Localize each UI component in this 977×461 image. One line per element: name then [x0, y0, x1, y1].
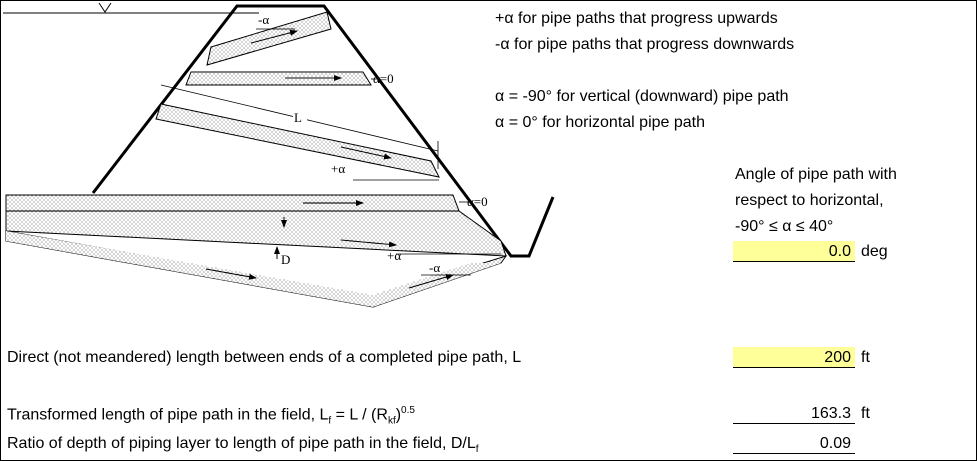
transformed-label-exponent: 0.5 [401, 405, 415, 416]
embankment-outline [91, 4, 555, 258]
note-negative-alpha: -α for pipe paths that progress downward… [495, 36, 795, 53]
length-unit: ft [861, 349, 870, 366]
transformed-label-subscript-kf: kf [387, 415, 396, 427]
alpha-zero-upper-label: α=0 [373, 71, 394, 86]
water-level-symbol [98, 2, 112, 13]
angle-label-line2: respect to horizontal, [735, 192, 884, 209]
transformed-length-label: Transformed length of pipe path in the f… [7, 405, 415, 427]
ratio-label-text: Ratio of depth of piping layer to length… [7, 435, 476, 452]
ratio-label-subscript: f [475, 444, 479, 456]
alpha-zero-lower-label: α=0 [467, 194, 488, 209]
neg-alpha-low-label: -α [429, 260, 440, 275]
flow-arrow [340, 239, 397, 248]
pipe-path-long-sloped [155, 103, 440, 178]
note-horizontal-alpha: α = 0° for horizontal pipe path [495, 114, 705, 131]
flow-arrow [205, 268, 257, 280]
flow-arrow [250, 29, 298, 44]
ratio-label: Ratio of depth of piping layer to length… [7, 435, 479, 455]
angle-label-line3: -90° ≤ α ≤ 40° [735, 218, 834, 235]
transformed-label-formula: = L / (R [331, 406, 388, 424]
length-L-label: L [294, 110, 302, 125]
neg-alpha-top-label: -α [258, 12, 269, 27]
pipe-path-lower-sloped [5, 210, 507, 257]
note-vertical-alpha: α = -90° for vertical (downward) pipe pa… [495, 88, 789, 105]
pipe-path-horizontal-upper [185, 71, 372, 86]
pipe-path-horizontal-lower [5, 194, 460, 212]
transformed-length-unit: ft [861, 405, 870, 422]
length-input[interactable]: 200 [733, 347, 855, 368]
angle-input[interactable]: 0.0 [733, 241, 855, 262]
transformed-length-value: 163.3 [733, 403, 855, 424]
flow-arrow [408, 274, 454, 289]
length-label: Direct (not meandered) length between en… [7, 349, 522, 366]
note-positive-alpha: +α for pipe paths that progress upwards [495, 10, 778, 27]
length-label-bg [293, 110, 307, 124]
depth-D-label: D [281, 252, 290, 267]
ratio-value: 0.09 [733, 433, 855, 454]
embankment-pipe-diagram: -α α=0 L +α α=0 +α D [3, 2, 555, 308]
pos-alpha-low-label: +α [387, 248, 401, 263]
transformed-label-text: Transformed length of pipe path in the f… [7, 406, 329, 424]
transformed-label-close: ) [395, 406, 402, 424]
angle-unit: deg [861, 243, 888, 260]
flow-arrow [340, 146, 392, 160]
pos-alpha-mid-label: +α [331, 161, 345, 176]
angle-label-line1: Angle of pipe path with [735, 166, 897, 183]
transformed-label-subscript: f [328, 415, 332, 427]
